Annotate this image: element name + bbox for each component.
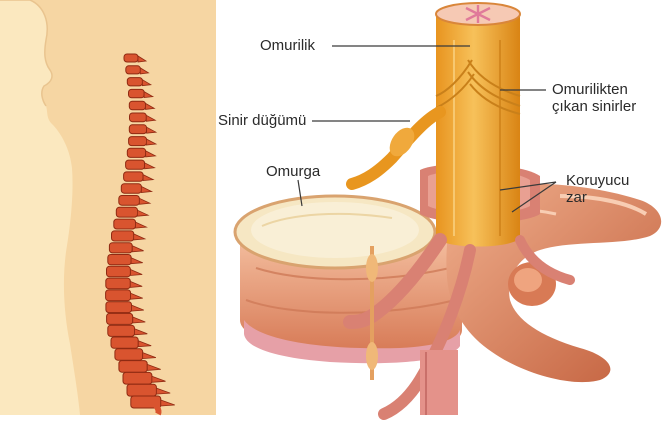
vertebra-shape bbox=[124, 54, 138, 62]
spinal-cord bbox=[436, 3, 520, 247]
vertebra-shape bbox=[119, 361, 147, 373]
vertebra-shape bbox=[130, 113, 147, 122]
vertebra-shape bbox=[121, 184, 141, 194]
vertebra-shape bbox=[124, 172, 144, 181]
vertebra-shape bbox=[129, 101, 145, 110]
label-spinal-nerves-line1: Omurilikten bbox=[552, 81, 628, 98]
label-spinal-nerves-line2: çıkan sinirler bbox=[552, 98, 636, 115]
vertebral-body bbox=[235, 196, 462, 363]
vertebra-shape bbox=[112, 231, 134, 241]
vertebra-shape bbox=[108, 325, 135, 336]
vertebra-shape bbox=[111, 337, 138, 348]
vertebra-shape bbox=[127, 384, 156, 396]
vertebra-shape bbox=[129, 125, 146, 134]
vertebra-shape bbox=[106, 302, 132, 313]
vertebra-shape bbox=[127, 78, 142, 86]
vertebra-shape bbox=[107, 266, 131, 277]
vertebra-shape bbox=[126, 66, 141, 74]
vertebra-shape bbox=[106, 290, 131, 301]
vertebra-shape bbox=[107, 313, 133, 324]
vertebra-shape bbox=[129, 89, 145, 97]
vertebra-shape bbox=[126, 160, 145, 169]
vertebra-shape bbox=[119, 196, 140, 206]
label-ganglion: Sinir düğümü bbox=[218, 112, 306, 129]
vertebra-shape bbox=[115, 349, 143, 360]
vertebra-shape bbox=[127, 148, 145, 157]
vertebra-shape bbox=[109, 243, 132, 253]
vertebra-shape bbox=[108, 255, 131, 265]
vertebra-shape bbox=[114, 219, 136, 229]
label-vertebra: Omurga bbox=[266, 163, 320, 180]
anatomy-detail bbox=[235, 3, 661, 415]
vertebra-shape bbox=[123, 372, 152, 384]
label-meninges-line2: zar bbox=[566, 189, 587, 206]
label-meninges-line1: Koruyucu bbox=[566, 172, 629, 189]
vertebra-shape bbox=[106, 278, 131, 289]
body-panel bbox=[0, 0, 216, 415]
vertebra-shape bbox=[129, 137, 147, 146]
label-spinal-cord: Omurilik bbox=[260, 37, 315, 54]
vertebra-shape bbox=[116, 207, 137, 217]
